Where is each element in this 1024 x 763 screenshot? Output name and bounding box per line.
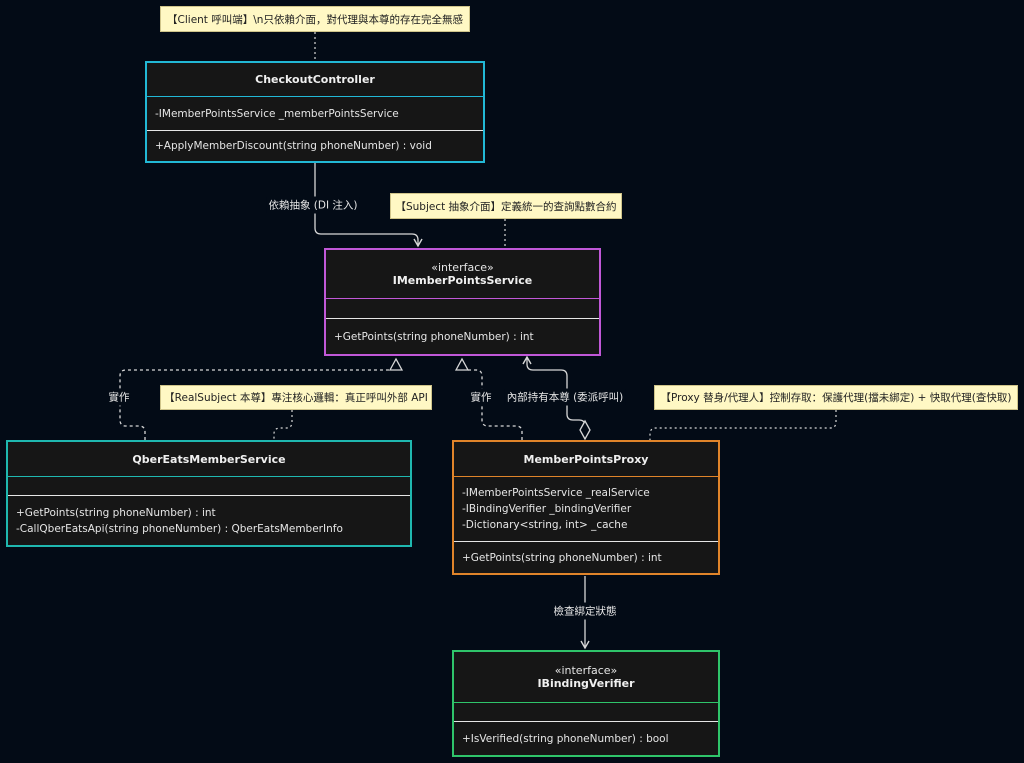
note-proxy: 【Proxy 替身/代理人】控制存取：保護代理(擋未綁定) + 快取代理(查快取… [654, 385, 1018, 410]
method: +GetPoints(string phoneNumber) : int [16, 506, 216, 519]
attributes-section [454, 703, 718, 722]
note-realsubject-connector [273, 410, 293, 440]
class-header: «interface» IMemberPointsService [326, 250, 599, 299]
attributes-section: -IMemberPointsService _memberPointsServi… [147, 97, 483, 131]
attributes-section [8, 477, 410, 496]
class-qber-eats-member-service[interactable]: QberEatsMemberService +GetPoints(string … [6, 440, 412, 547]
class-header: «interface» IBindingVerifier [454, 652, 718, 703]
interface-ibinding-verifier[interactable]: «interface» IBindingVerifier +IsVerified… [452, 650, 720, 757]
attribute: -IBindingVerifier _bindingVerifier [462, 503, 632, 515]
methods-section: +ApplyMemberDiscount(string phoneNumber)… [147, 131, 483, 161]
method: +IsVerified(string phoneNumber) : bool [462, 732, 669, 745]
method: +GetPoints(string phoneNumber) : int [334, 330, 534, 343]
methods-section: +GetPoints(string phoneNumber) : int [454, 542, 718, 573]
class-header: MemberPointsProxy [454, 442, 718, 477]
class-header: CheckoutController [147, 63, 483, 97]
edge-label-depends: 依賴抽象 (DI 注入) [266, 196, 360, 214]
stereotype: «interface» [431, 261, 494, 274]
edge-label-impl-left: 實作 [106, 388, 132, 406]
attribute: -IMemberPointsService _realService [462, 487, 650, 499]
attribute: -IMemberPointsService _memberPointsServi… [155, 107, 399, 120]
edge-dependency [314, 163, 423, 248]
edge-label-holds: 內部持有本尊 (委派呼叫) [504, 388, 626, 406]
class-name: MemberPointsProxy [523, 452, 649, 466]
edge-realization-proxy [462, 359, 523, 440]
methods-section: +IsVerified(string phoneNumber) : bool [454, 722, 718, 755]
attribute: -Dictionary<string, int> _cache [462, 519, 628, 531]
class-header: QberEatsMemberService [8, 442, 410, 477]
class-name: CheckoutController [255, 73, 375, 86]
methods-section: +GetPoints(string phoneNumber) : int [326, 319, 599, 354]
note-client: 【Client 呼叫端】\n只依賴介面，對代理與本尊的存在完全無感 [160, 6, 470, 32]
note-realsubject: 【RealSubject 本尊】專注核心邏輯：真正呼叫外部 API [160, 385, 432, 410]
method: +GetPoints(string phoneNumber) : int [462, 551, 662, 564]
edge-label-impl-right: 實作 [468, 388, 494, 406]
class-name: QberEatsMemberService [132, 452, 286, 466]
class-name: IMemberPointsService [392, 274, 533, 287]
class-name: IBindingVerifier [537, 677, 635, 690]
note-subject: 【Subject 抽象介面】定義統一的查詢點數合約 [390, 193, 622, 219]
note-proxy-connector [649, 410, 837, 440]
method: -CallQberEatsApi(string phoneNumber) : Q… [16, 522, 343, 535]
method: +ApplyMemberDiscount(string phoneNumber)… [155, 140, 432, 152]
class-checkout-controller[interactable]: CheckoutController -IMemberPointsService… [145, 61, 485, 163]
class-member-points-proxy[interactable]: MemberPointsProxy -IMemberPointsService … [452, 440, 720, 575]
stereotype: «interface» [554, 664, 618, 677]
attributes-section: -IMemberPointsService _realService -IBin… [454, 477, 718, 542]
edge-label-check: 檢查綁定狀態 [551, 602, 619, 620]
methods-section: +GetPoints(string phoneNumber) : int -Ca… [8, 496, 410, 545]
attributes-section [326, 299, 599, 319]
interface-imember-points-service[interactable]: «interface» IMemberPointsService +GetPoi… [324, 248, 601, 356]
